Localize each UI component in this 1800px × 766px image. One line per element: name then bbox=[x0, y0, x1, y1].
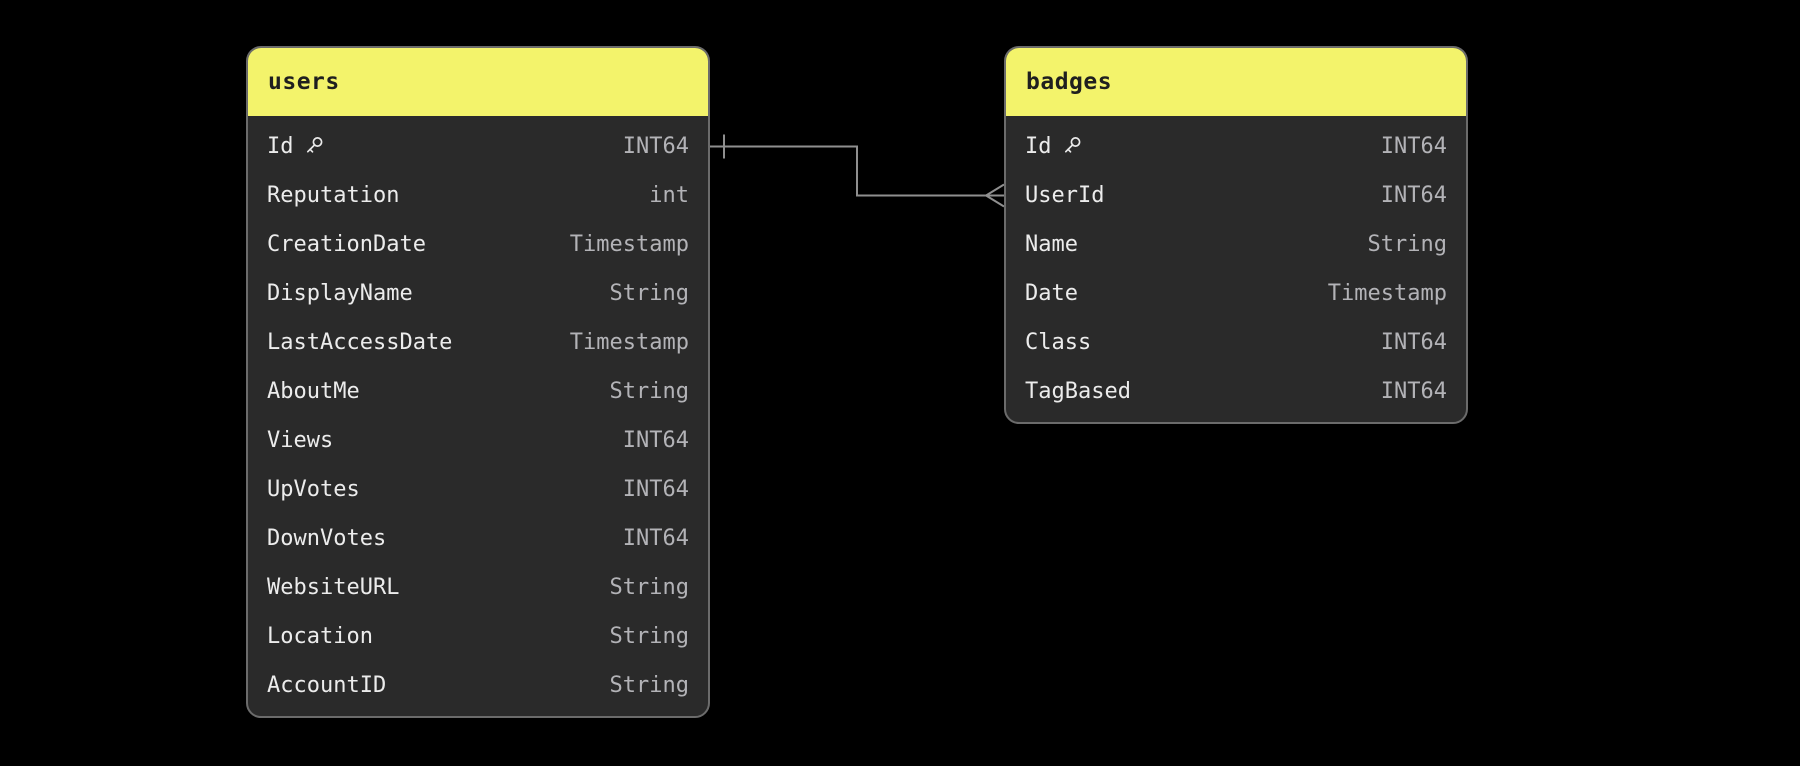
field-type: String bbox=[609, 624, 689, 649]
table-row[interactable]: Location String bbox=[248, 612, 708, 661]
field-name: UserId bbox=[1025, 183, 1105, 208]
table-row[interactable]: Date Timestamp bbox=[1006, 269, 1466, 318]
field-name: Id bbox=[267, 134, 294, 159]
field-type: int bbox=[649, 183, 689, 208]
table-row[interactable]: TagBased INT64 bbox=[1006, 367, 1466, 416]
field-name: LastAccessDate bbox=[267, 330, 453, 355]
table-row[interactable]: Views INT64 bbox=[248, 416, 708, 465]
field-type: INT64 bbox=[622, 526, 689, 551]
table-row[interactable]: Id INT64 bbox=[248, 122, 708, 171]
table-row[interactable]: WebsiteURL String bbox=[248, 563, 708, 612]
table-header[interactable]: users bbox=[248, 48, 708, 116]
table-row[interactable]: LastAccessDate Timestamp bbox=[248, 318, 708, 367]
table-title: users bbox=[268, 69, 340, 95]
field-name: TagBased bbox=[1025, 379, 1131, 404]
field-name: Views bbox=[267, 428, 334, 453]
table-row[interactable]: AccountID String bbox=[248, 661, 708, 710]
field-name: Reputation bbox=[267, 183, 400, 208]
field-name: UpVotes bbox=[267, 477, 360, 502]
field-rows: Id INT64 UserId INT64 Name bbox=[1006, 116, 1466, 422]
key-icon bbox=[1064, 137, 1080, 153]
table-row[interactable]: Id INT64 bbox=[1006, 122, 1466, 171]
field-rows: Id INT64 Reputation int CreationDate bbox=[248, 116, 708, 716]
field-name: Class bbox=[1025, 330, 1092, 355]
field-type: String bbox=[609, 379, 689, 404]
table-row[interactable]: CreationDate Timestamp bbox=[248, 220, 708, 269]
field-type: String bbox=[609, 575, 689, 600]
field-type: INT64 bbox=[1380, 379, 1447, 404]
field-name: Name bbox=[1025, 232, 1078, 257]
field-name: Date bbox=[1025, 281, 1078, 306]
entity-table-badges[interactable]: badges Id INT64 UserId INT64 Name bbox=[1004, 46, 1468, 424]
field-name: Location bbox=[267, 624, 373, 649]
field-type: Timestamp bbox=[569, 330, 689, 355]
table-row[interactable]: DisplayName String bbox=[248, 269, 708, 318]
field-name: DisplayName bbox=[267, 281, 413, 306]
table-row[interactable]: Class INT64 bbox=[1006, 318, 1466, 367]
table-title: badges bbox=[1026, 69, 1113, 95]
table-row[interactable]: UpVotes INT64 bbox=[248, 465, 708, 514]
field-type: Timestamp bbox=[1327, 281, 1447, 306]
field-type: String bbox=[609, 281, 689, 306]
field-type: String bbox=[609, 673, 689, 698]
field-type: INT64 bbox=[1380, 330, 1447, 355]
field-name: Id bbox=[1025, 134, 1052, 159]
table-row[interactable]: DownVotes INT64 bbox=[248, 514, 708, 563]
field-type: INT64 bbox=[1380, 134, 1447, 159]
many-cardinality-marker[interactable] bbox=[984, 183, 1005, 208]
table-header[interactable]: badges bbox=[1006, 48, 1466, 116]
field-name: AccountID bbox=[267, 673, 387, 698]
table-row[interactable]: AboutMe String bbox=[248, 367, 708, 416]
table-row[interactable]: Reputation int bbox=[248, 171, 708, 220]
key-icon bbox=[306, 137, 322, 153]
field-name: CreationDate bbox=[267, 232, 426, 257]
entity-table-users[interactable]: users Id INT64 Reputation int CreationDa… bbox=[246, 46, 710, 718]
field-name: AboutMe bbox=[267, 379, 360, 404]
field-name: DownVotes bbox=[267, 526, 387, 551]
field-type: INT64 bbox=[622, 134, 689, 159]
table-row[interactable]: UserId INT64 bbox=[1006, 171, 1466, 220]
field-name: WebsiteURL bbox=[267, 575, 400, 600]
relationship-connector[interactable] bbox=[710, 145, 1004, 197]
table-row[interactable]: Name String bbox=[1006, 220, 1466, 269]
field-type: Timestamp bbox=[569, 232, 689, 257]
field-type: String bbox=[1367, 232, 1447, 257]
field-type: INT64 bbox=[622, 477, 689, 502]
field-type: INT64 bbox=[1380, 183, 1447, 208]
field-type: INT64 bbox=[622, 428, 689, 453]
